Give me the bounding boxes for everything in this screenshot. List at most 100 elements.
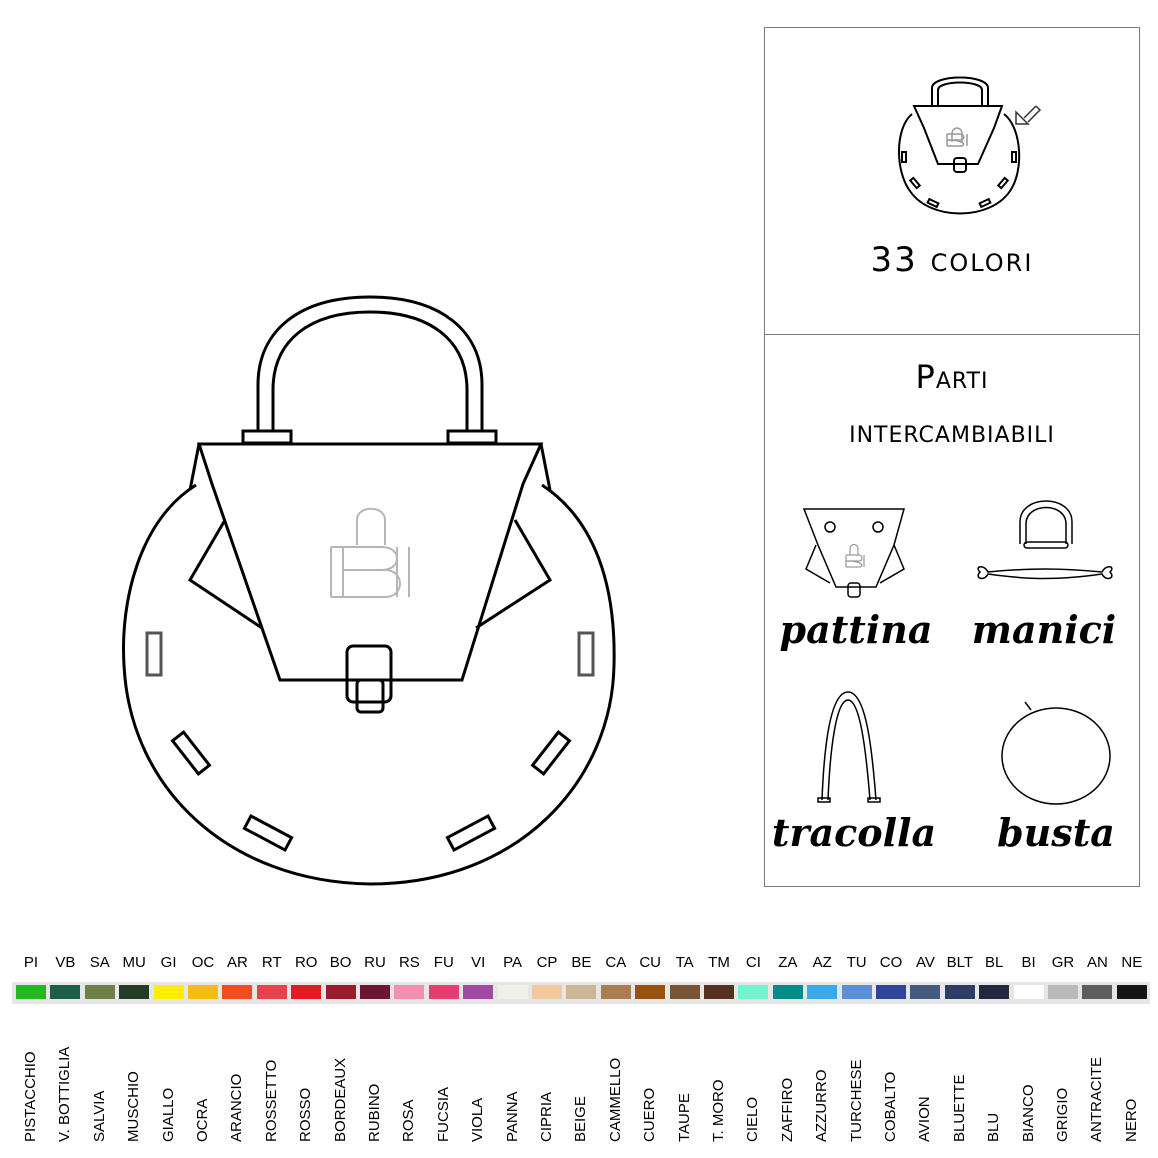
color-name-vi: VIOLA [469,1097,487,1142]
color-swatch-bl[interactable] [979,985,1010,999]
parts-subtitle: intercambiabili [849,412,1055,450]
color-swatch-oc[interactable] [188,985,218,999]
color-code-ca: CA [605,954,627,971]
color-swatch-ar[interactable] [222,985,253,999]
color-swatch-cp[interactable] [532,985,562,999]
color-swatch-fu[interactable] [428,985,459,999]
color-name-ca: CAMMELLO [606,1057,624,1142]
color-name-co: COBALTO [882,1071,899,1142]
color-code-av: AV [915,954,935,971]
color-swatch-gr[interactable] [1048,985,1078,999]
color-swatch-ru[interactable] [360,985,390,999]
shoulder-strap-icon [817,691,881,803]
color-name-ci: CIELO [744,1096,762,1142]
color-swatch-blt[interactable] [944,985,975,999]
color-code-fu: FU [433,954,454,971]
color-code-az: AZ [812,954,832,971]
part-label-flap: pattina [779,607,933,652]
pouch-icon [1001,701,1111,805]
color-code-gr: GR [1051,954,1075,971]
color-swatch-av[interactable] [910,985,941,999]
brand-logo-icon [330,507,410,598]
color-swatch-za[interactable] [772,985,803,999]
color-code-ro: RO [294,954,318,971]
color-name-an: ANTRACITE [1088,1056,1106,1142]
color-name-ta: TAUPE [675,1093,693,1142]
color-swatch-ne[interactable] [1116,985,1147,999]
color-swatch-mu[interactable] [119,985,150,999]
color-name-pi: PISTACCHIO [22,1051,39,1142]
color-code-gi: GI [160,954,177,971]
color-swatch-ci[interactable] [738,985,769,999]
color-swatch-rt[interactable] [256,985,287,999]
flap-icon [802,508,905,598]
color-code-ne: NE [1121,954,1143,971]
color-code-ci: CI [745,954,761,971]
color-code-cp: CP [536,954,558,971]
color-swatch-an[interactable] [1082,985,1113,999]
color-name-tu: TURCHESE [847,1059,865,1142]
color-swatch-sa[interactable] [84,985,115,999]
color-name-gr: GRIGIO [1054,1087,1071,1142]
color-code-ta: TA [675,954,694,971]
arrow-icon [1015,105,1042,125]
color-swatch-vb[interactable] [50,985,81,999]
color-swatch-be[interactable] [566,985,597,999]
color-swatch-tu[interactable] [841,985,872,999]
handle-icon [977,500,1113,580]
color-code-pa: PA [503,954,523,971]
color-swatch-cu[interactable] [635,985,666,999]
color-code-mu: MU [122,954,146,971]
color-code-bl: BL [985,954,1004,971]
color-name-gi: GIALLO [159,1087,177,1142]
info-panel [764,27,1140,887]
color-code-an: AN [1086,954,1108,971]
color-swatch-bo[interactable] [325,985,356,999]
color-code-tu: TU [846,954,867,971]
color-name-za: ZAFFIRO [778,1077,796,1142]
part-label-pouch: busta [997,810,1115,855]
color-swatch-ca[interactable] [600,985,631,999]
color-name-be: BEIGE [572,1096,590,1142]
color-swatch-rs[interactable] [394,985,425,999]
color-name-ro: ROSSO [297,1087,315,1142]
color-code-be: BE [571,954,592,971]
panel-divider [764,334,1140,335]
color-code-tm: TM [708,954,730,971]
parts-title: Parti [915,358,989,396]
color-name-bo: BORDEAUX [331,1057,349,1142]
color-code-vi: VI [471,954,486,971]
color-swatch-ta[interactable] [669,985,700,999]
color-code-rt: RT [261,954,282,971]
color-swatch-ro[interactable] [291,985,322,999]
part-label-handle: manici [971,607,1117,652]
color-code-cu: CU [639,954,662,971]
color-name-cu: CUERO [641,1087,659,1142]
color-code-ru: RU [364,954,386,971]
color-code-oc: OC [191,954,215,971]
color-name-tm: T. MORO [710,1079,727,1143]
color-name-ru: RUBINO [366,1083,383,1142]
color-name-vb: V. BOTTIGLIA [56,1046,74,1142]
color-code-pi: PI [23,954,39,971]
color-swatch-pi[interactable] [16,985,46,999]
color-name-rs: ROSA [400,1099,418,1142]
color-name-ne: NERO [1122,1098,1140,1142]
color-code-ar: AR [226,954,248,971]
color-swatch-gi[interactable] [153,985,184,999]
part-label-strap: tracolla [771,810,937,855]
color-swatch-co[interactable] [876,985,906,999]
color-code-za: ZA [778,954,798,971]
color-swatch-az[interactable] [807,985,838,999]
color-code-blt: BLT [946,954,973,971]
color-name-rt: ROSSETTO [262,1059,280,1142]
color-name-mu: MUSCHIO [125,1071,143,1142]
color-name-az: AZZURRO [813,1069,831,1143]
color-name-oc: OCRA [194,1098,211,1142]
color-swatch-bi[interactable] [1013,985,1044,999]
color-swatch-pa[interactable] [497,985,528,999]
color-name-cp: CIPRIA [538,1091,555,1142]
color-swatch-tm[interactable] [704,985,734,999]
color-swatch-vi[interactable] [463,985,494,999]
color-code-rs: RS [398,954,420,971]
